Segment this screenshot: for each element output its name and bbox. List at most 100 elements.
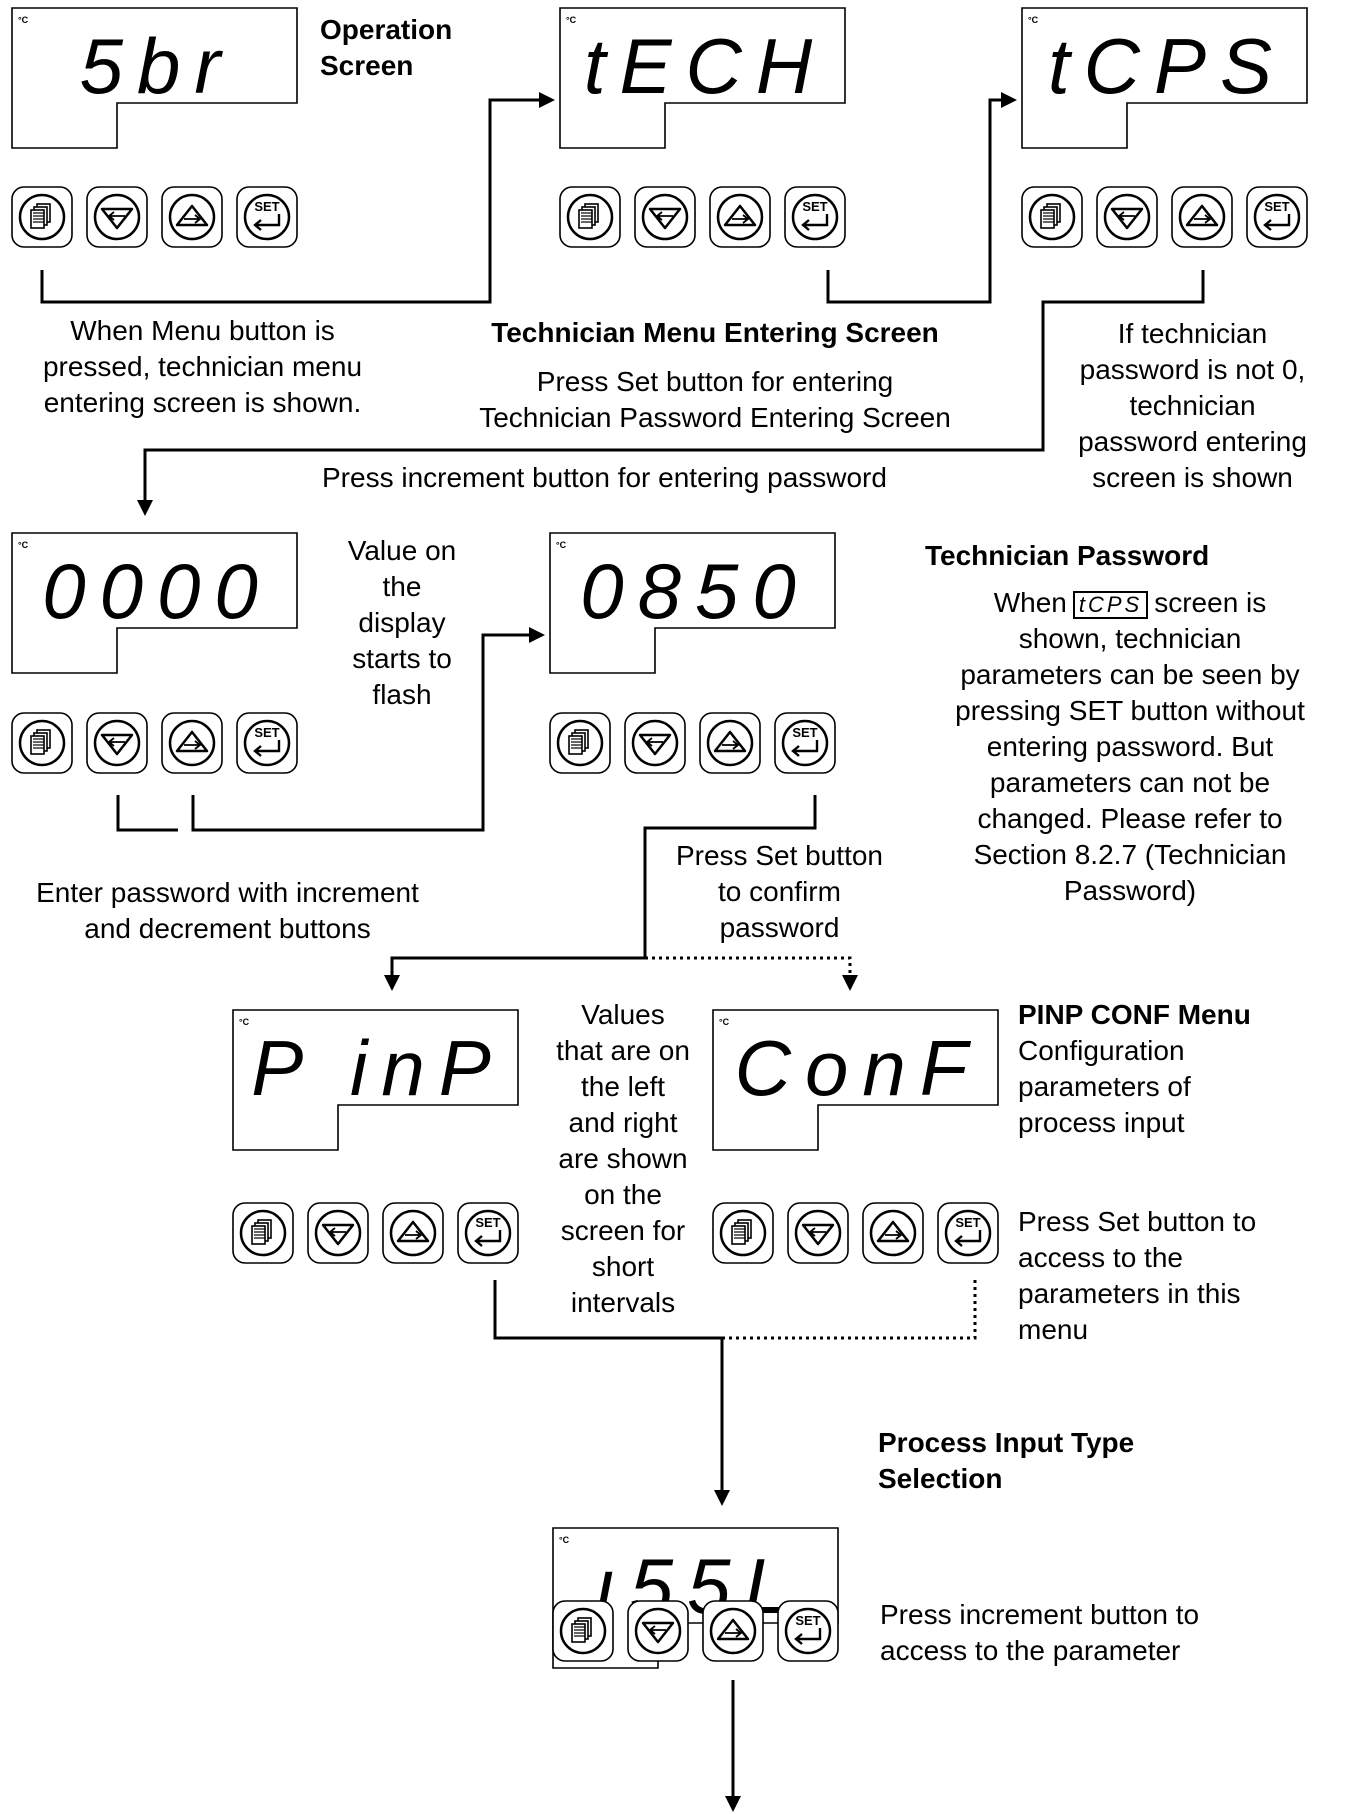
button-row: SET	[11, 186, 298, 248]
increment-button[interactable]	[1171, 186, 1233, 248]
decrement-button[interactable]	[307, 1202, 369, 1264]
decrement-icon	[641, 1621, 675, 1644]
arrowhead	[137, 500, 153, 516]
enter-arrow-icon	[794, 1628, 822, 1645]
set-button[interactable]: SET	[784, 186, 846, 248]
unit-label: °C	[1028, 15, 1039, 25]
menu-button[interactable]	[11, 712, 73, 774]
unit-label: °C	[556, 540, 567, 550]
increment-button[interactable]	[699, 712, 761, 774]
decrement-button[interactable]	[787, 1202, 849, 1264]
set-label: SET	[254, 199, 279, 214]
enter-arrow-icon	[1263, 214, 1291, 231]
enter-arrow-icon	[801, 214, 829, 231]
increment-icon	[876, 1220, 910, 1243]
set-label: SET	[475, 1215, 500, 1230]
increment-button[interactable]	[709, 186, 771, 248]
arrowhead	[1001, 92, 1017, 108]
menu-icon	[251, 1219, 272, 1245]
flow-connectors	[40, 92, 1205, 1812]
set-button[interactable]: SET	[777, 1600, 839, 1662]
arrowhead	[529, 627, 545, 643]
increment-button[interactable]	[161, 186, 223, 248]
menu-icon	[30, 729, 51, 755]
unit-label: °C	[719, 1017, 730, 1027]
display-value: tECH	[584, 22, 826, 110]
button-row: SET	[1021, 186, 1308, 248]
set-button[interactable]: SET	[236, 186, 298, 248]
unit-label: °C	[18, 540, 29, 550]
decrement-button[interactable]	[627, 1600, 689, 1662]
menu-button[interactable]	[549, 712, 611, 774]
set-label: SET	[254, 725, 279, 740]
enter-arrow-icon	[253, 214, 281, 231]
menu-icon	[1040, 203, 1061, 229]
display-pinp: °CP inP	[232, 1009, 519, 1151]
increment-icon	[175, 730, 209, 753]
set-label: SET	[955, 1215, 980, 1230]
increment-button[interactable]	[702, 1600, 764, 1662]
decrement-button[interactable]	[634, 186, 696, 248]
menu-icon	[578, 203, 599, 229]
menu-button[interactable]	[232, 1202, 294, 1264]
display-value: 0850	[580, 547, 810, 635]
increment-icon	[396, 1220, 430, 1243]
enter-arrow-icon	[253, 740, 281, 757]
set-button[interactable]: SET	[937, 1202, 999, 1264]
menu-button[interactable]	[1021, 186, 1083, 248]
increment-icon	[175, 204, 209, 227]
increment-icon	[723, 204, 757, 227]
display-pass850: °C 0850	[549, 532, 836, 674]
decrement-icon	[321, 1223, 355, 1246]
increment-icon	[713, 730, 747, 753]
increment-button[interactable]	[382, 1202, 444, 1264]
display-value: P inP	[251, 1024, 505, 1112]
display-value: 5br	[80, 22, 235, 110]
button-row: SET	[712, 1202, 999, 1264]
menu-button[interactable]	[712, 1202, 774, 1264]
menu-icon	[731, 1219, 752, 1245]
menu-button[interactable]	[552, 1600, 614, 1662]
decrement-button[interactable]	[86, 186, 148, 248]
set-button[interactable]: SET	[457, 1202, 519, 1264]
arrowhead	[842, 975, 858, 991]
unit-label: °C	[239, 1017, 250, 1027]
set-label: SET	[1264, 199, 1289, 214]
decrement-icon	[648, 207, 682, 230]
pinp-conf-title: PINP CONF Menu	[1018, 999, 1251, 1030]
set-button[interactable]: SET	[236, 712, 298, 774]
menu-button[interactable]	[11, 186, 73, 248]
tech-menu-title: Technician Menu Entering Screen	[491, 317, 939, 348]
button-row: SET	[559, 186, 846, 248]
button-row: SET	[11, 712, 298, 774]
decrement-button[interactable]	[86, 712, 148, 774]
increment-icon	[1185, 204, 1219, 227]
increment-button[interactable]	[862, 1202, 924, 1264]
display-value: ı55L	[594, 1542, 802, 1630]
decrement-icon	[638, 733, 672, 756]
decrement-button[interactable]	[624, 712, 686, 774]
menu-button[interactable]	[559, 186, 621, 248]
set-button[interactable]: SET	[1246, 186, 1308, 248]
decrement-button[interactable]	[1096, 186, 1158, 248]
display-value: ConF	[735, 1024, 982, 1112]
set-label: SET	[792, 725, 817, 740]
button-row: SET	[552, 1600, 839, 1662]
set-button[interactable]: SET	[774, 712, 836, 774]
display-value: tCPS	[1048, 22, 1286, 110]
increment-button[interactable]	[161, 712, 223, 774]
